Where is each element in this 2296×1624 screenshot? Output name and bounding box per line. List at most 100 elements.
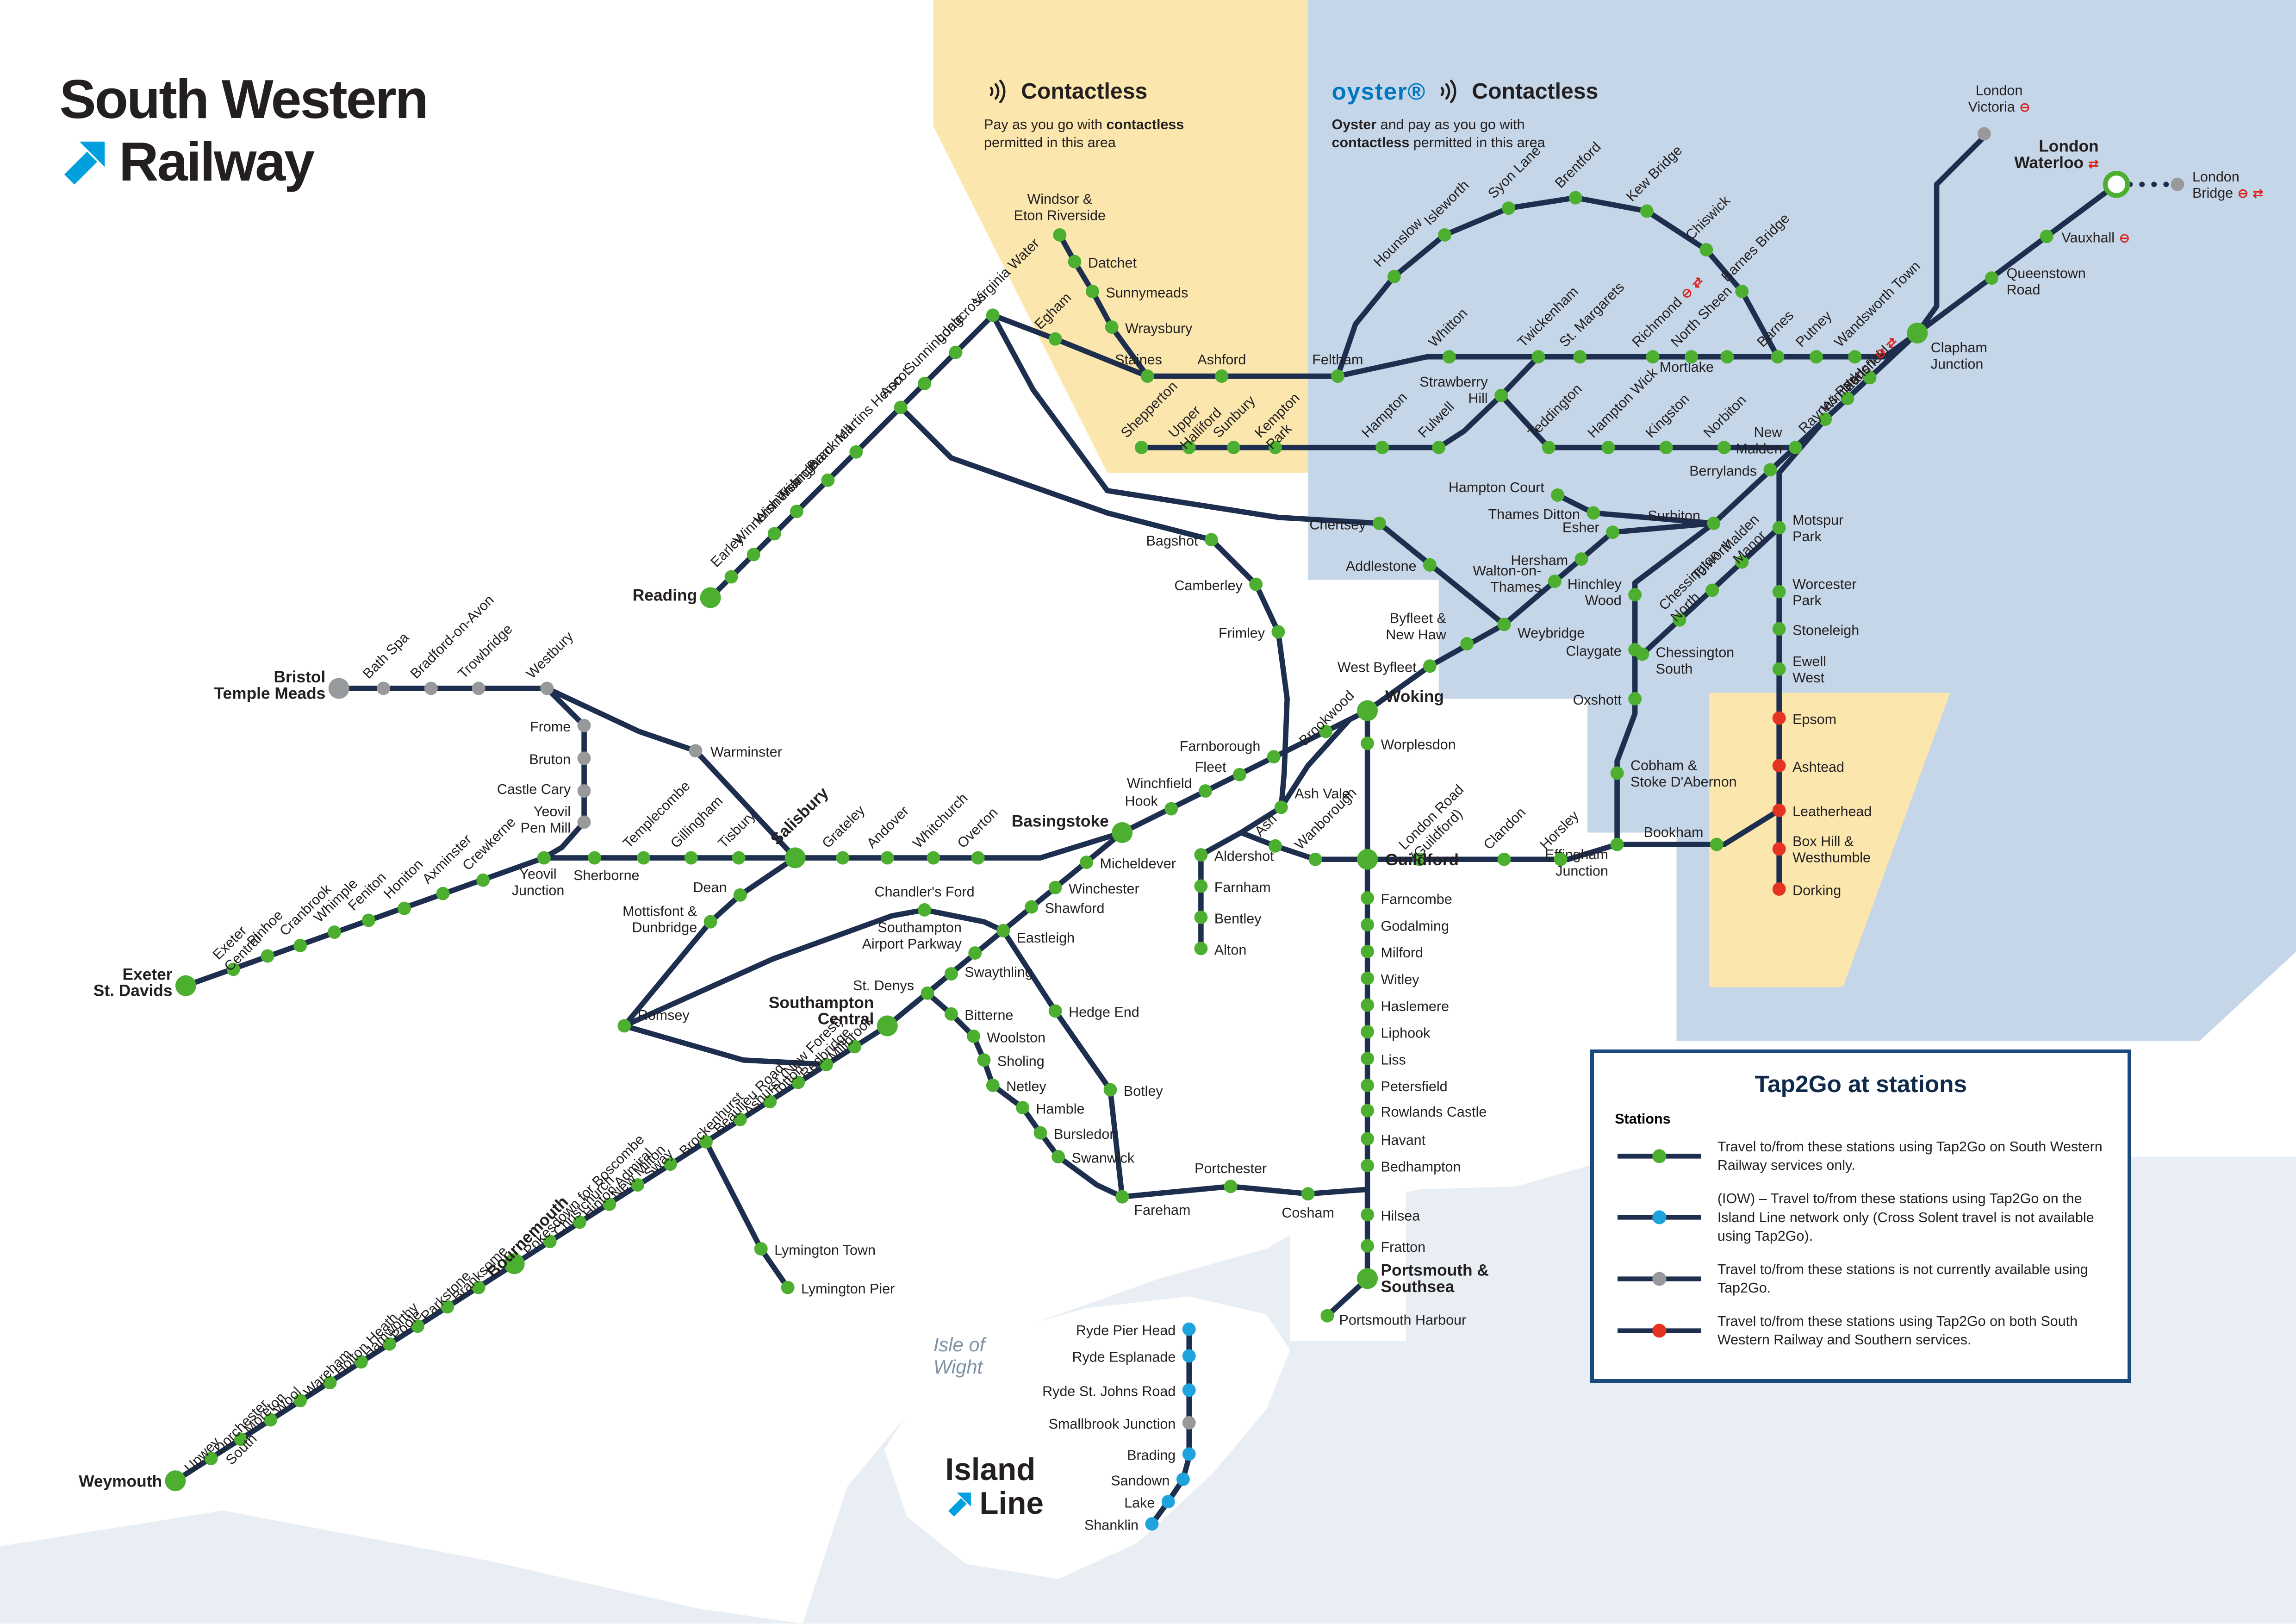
station-feltham — [1331, 369, 1344, 383]
station-alton — [1194, 942, 1208, 956]
station-label-liss: Liss — [1381, 1052, 1406, 1068]
station-wraysbury — [1105, 320, 1119, 334]
station-earley — [724, 570, 738, 584]
station-shawford — [1025, 900, 1039, 914]
station-label-bentley: Bentley — [1214, 911, 1262, 926]
station-bentley — [1194, 911, 1208, 924]
station-label-woking: Woking — [1385, 687, 1444, 706]
station-label-leatherhead: Leatherhead — [1792, 804, 1872, 819]
station-portsmouth-southsea — [1357, 1268, 1378, 1289]
legend-grey-station-icon — [1618, 1271, 1701, 1286]
station-label-mottisfont-dunbridge: Mottisfont &Dunbridge — [622, 903, 697, 935]
station-brockenhurst — [699, 1135, 713, 1149]
station-putney — [1809, 350, 1823, 364]
station-pinhoe — [261, 949, 274, 963]
station-syon-lane — [1502, 201, 1516, 215]
legend-row-text: Travel to/from these stations is not cur… — [1717, 1261, 2088, 1296]
station-hamworthy — [382, 1337, 396, 1351]
station-hounslow — [1387, 269, 1401, 283]
portsea-land — [1290, 1186, 1406, 1341]
contactless-body-pre: Pay as you go with — [984, 117, 1107, 133]
rail-line-netley-line — [925, 990, 1125, 1200]
swr-logo: South Western Railway — [59, 68, 429, 194]
station-hampton-court — [1551, 488, 1565, 502]
station-label-portsmouth-harbour: Portsmouth Harbour — [1339, 1312, 1467, 1328]
station-label-bedhampton: Bedhampton — [1381, 1159, 1461, 1175]
station-farncombe — [1361, 891, 1375, 905]
rail-line-effingham-guildford — [1364, 842, 1620, 862]
station-bradford-on-avon — [424, 681, 438, 695]
station-whimple — [328, 925, 342, 939]
rail-line-hedge-end-line — [1000, 928, 1125, 1200]
station-isleworth — [1438, 228, 1452, 242]
oyster-logo: oyster® — [1332, 78, 1426, 105]
station-eastleigh — [996, 924, 1010, 937]
station-poole — [411, 1319, 424, 1333]
station-winchfield — [1199, 784, 1212, 798]
station-frome — [577, 718, 591, 732]
station-label-vauxhall: Vauxhall⊖ — [2061, 230, 2129, 245]
station-label-fareham: Fareham — [1134, 1202, 1190, 1218]
oyster-body-bold1: Oyster — [1332, 117, 1377, 133]
station-label-portsmouth-southsea: Portsmouth &Southsea — [1381, 1261, 1488, 1295]
swr-logo-line1: South Western — [59, 68, 429, 130]
station-crewkerne — [476, 873, 490, 887]
station-esher — [1606, 525, 1619, 539]
rail-line-pirbright-ashvale — [1278, 717, 1352, 810]
station-bruton — [577, 751, 591, 765]
station-mottisfont-dunbridge — [703, 915, 717, 929]
station-micheldever — [1080, 856, 1094, 869]
station-southampton-airport-parkway — [968, 946, 982, 960]
station-label-haslemere: Haslemere — [1381, 999, 1449, 1014]
station-axminster — [436, 887, 450, 900]
station-norbiton — [1717, 441, 1731, 455]
rail-line-romsey-redbridge — [622, 1023, 831, 1068]
station-label-westbury: Westbury — [523, 628, 577, 681]
contactless-icon — [989, 80, 1006, 103]
station-longcross — [949, 345, 963, 359]
station-tolworth — [1705, 583, 1719, 597]
station-cosham — [1301, 1187, 1315, 1201]
station-honiton — [398, 901, 411, 915]
station-bristol-temple-meads — [328, 678, 349, 699]
station-label-surbiton: Surbiton — [1648, 508, 1700, 524]
rail-line-chertsey-loop — [990, 312, 1507, 627]
oyster-zone-header: oyster® Contactless Oyster and pay as yo… — [1332, 77, 1711, 152]
oyster-body-bold2: contactless — [1332, 135, 1410, 150]
station-surbiton — [1707, 516, 1721, 530]
station-frimley — [1271, 625, 1285, 639]
station-shanklin — [1145, 1517, 1159, 1531]
station-label-witley: Witley — [1381, 972, 1419, 987]
contactless-body: Pay as you go with contactless permitted… — [984, 116, 1237, 151]
station-fratton — [1361, 1239, 1375, 1253]
station-label-shawford: Shawford — [1045, 900, 1105, 916]
station-label-chertsey: Chertsey — [1309, 517, 1366, 532]
station-label-woolston: Woolston — [987, 1030, 1045, 1045]
station-wokingham — [790, 505, 803, 518]
isle-of-wight-label: Isle of Wight — [933, 1334, 985, 1378]
station-swaythling — [944, 967, 958, 981]
station-chertsey — [1372, 516, 1386, 530]
station-wool — [293, 1393, 307, 1407]
contactless-title: Contactless — [1021, 79, 1148, 104]
station-label-staines: Staines — [1115, 352, 1162, 368]
station-label-alton: Alton — [1214, 942, 1247, 958]
station-label-lymington-town: Lymington Town — [774, 1243, 876, 1258]
station-label-windsor-eton-riverside: Windsor &Eton Riverside — [1014, 191, 1106, 223]
station-label-botley: Botley — [1124, 1083, 1164, 1099]
station-cranbrook — [293, 939, 307, 952]
rail-line-salisbury-romsey — [622, 855, 798, 1029]
station-bournemouth — [504, 1253, 525, 1274]
station-byfleet-new-haw — [1460, 637, 1474, 651]
station-worcester-park — [1772, 585, 1786, 599]
station-label-castle-cary: Castle Cary — [497, 781, 571, 797]
station-christchurch — [573, 1215, 586, 1229]
station-label-bagshot: Bagshot — [1146, 533, 1198, 549]
swr-arrow-icon — [64, 142, 105, 185]
station-liss — [1361, 1052, 1375, 1066]
station-hinchley-wood — [1628, 588, 1642, 602]
